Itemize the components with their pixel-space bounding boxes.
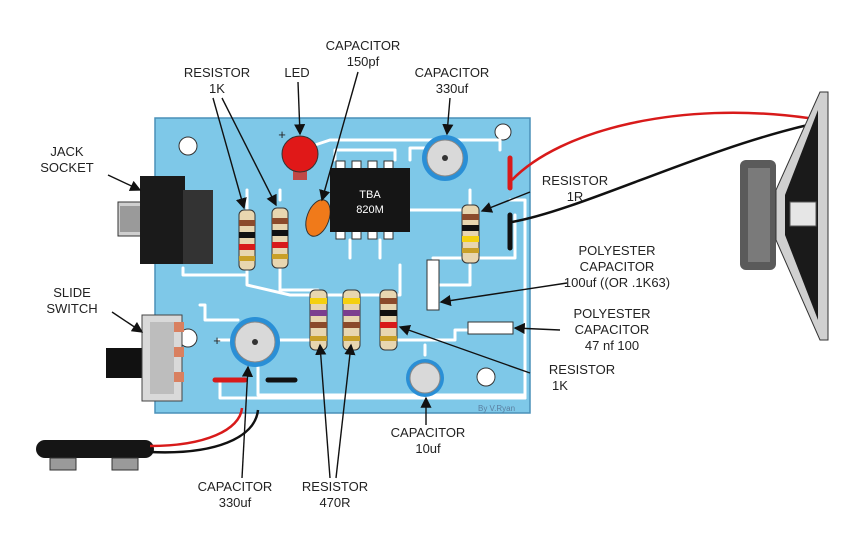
polyester-capacitor-100uf: [426, 259, 440, 311]
label-resistor-1r-line1: RESISTOR: [542, 173, 608, 188]
label-jack-socket-line2: SOCKET: [40, 160, 94, 175]
leader-arrows: [107, 71, 568, 479]
mounting-hole-bottom-right: [476, 367, 496, 387]
label-resistor-1k-right-line2: 1K: [552, 378, 568, 393]
battery-clip: [36, 440, 154, 471]
speaker-wire-black: [511, 123, 809, 224]
speaker-wire-red: [511, 111, 809, 181]
resistor-1k-left: [238, 209, 256, 271]
label-resistor-1k-right-line1: RESISTOR: [549, 362, 615, 377]
ic-label-line2: 820M: [356, 204, 384, 216]
resistor-470r-a: [309, 289, 328, 351]
mounting-hole-top-right: [494, 123, 512, 141]
battery-wire-black: [149, 409, 260, 454]
slide-switch: [106, 314, 184, 402]
label-resistor-470r-line2: 470R: [319, 495, 350, 510]
label-slide-switch-line1: SLIDE: [53, 285, 91, 300]
capacitor-330uf-bottom: +: [213, 317, 280, 367]
label-capacitor-150pf-line2: 150pf: [347, 54, 380, 69]
label-slide-switch-line2: SWITCH: [46, 301, 97, 316]
polyester-capacitor-47nf: [467, 321, 514, 335]
label-polyester-100uf-line1: POLYESTER: [578, 243, 655, 258]
jack-socket: [117, 176, 213, 264]
led-plus-sign: +: [278, 127, 286, 142]
label-resistor-1k-top-line1: RESISTOR: [184, 65, 250, 80]
label-led: LED: [284, 65, 309, 80]
label-polyester-47nf-line2: CAPACITOR: [575, 322, 650, 337]
label-capacitor-150pf-line1: CAPACITOR: [326, 38, 401, 53]
label-capacitor-330uf-top-line2: 330uf: [436, 81, 469, 96]
led: +: [278, 127, 319, 180]
label-polyester-47nf-line3: 47 nf 100: [585, 338, 639, 353]
label-capacitor-330uf-bottom-line2: 330uf: [219, 495, 252, 510]
loudspeaker: [740, 91, 829, 341]
resistor-1r: [461, 204, 480, 264]
capacitor-10uf: [406, 359, 444, 397]
ic-label-line1: TBA: [359, 189, 381, 201]
resistor-1k-mid: [271, 207, 289, 269]
label-polyester-100uf-line2: CAPACITOR: [580, 259, 655, 274]
label-resistor-470r-line1: RESISTOR: [302, 479, 368, 494]
label-resistor-1r-line2: 1R: [567, 189, 584, 204]
capacitor-330uf-top: [422, 135, 468, 181]
credit-text: By V.Ryan: [478, 404, 515, 413]
label-capacitor-10uf-line1: CAPACITOR: [391, 425, 466, 440]
label-capacitor-10uf-line2: 10uf: [415, 441, 441, 456]
label-resistor-1k-top-line2: 1K: [209, 81, 225, 96]
resistor-1k-right: [379, 289, 398, 351]
label-jack-socket-line1: JACK: [50, 144, 84, 159]
label-polyester-100uf-line3: 100uf ((OR .1K63): [564, 275, 670, 290]
ic-tba820m: TBA 820M: [330, 160, 410, 240]
battery-wire-red: [149, 407, 244, 448]
resistor-470r-b: [342, 289, 361, 351]
capacitor-plus-sign: +: [213, 333, 221, 348]
mounting-hole-top-left: [178, 136, 198, 156]
label-capacitor-330uf-bottom-line1: CAPACITOR: [198, 479, 273, 494]
label-capacitor-330uf-top-line1: CAPACITOR: [415, 65, 490, 80]
label-polyester-47nf-line1: POLYESTER: [573, 306, 650, 321]
